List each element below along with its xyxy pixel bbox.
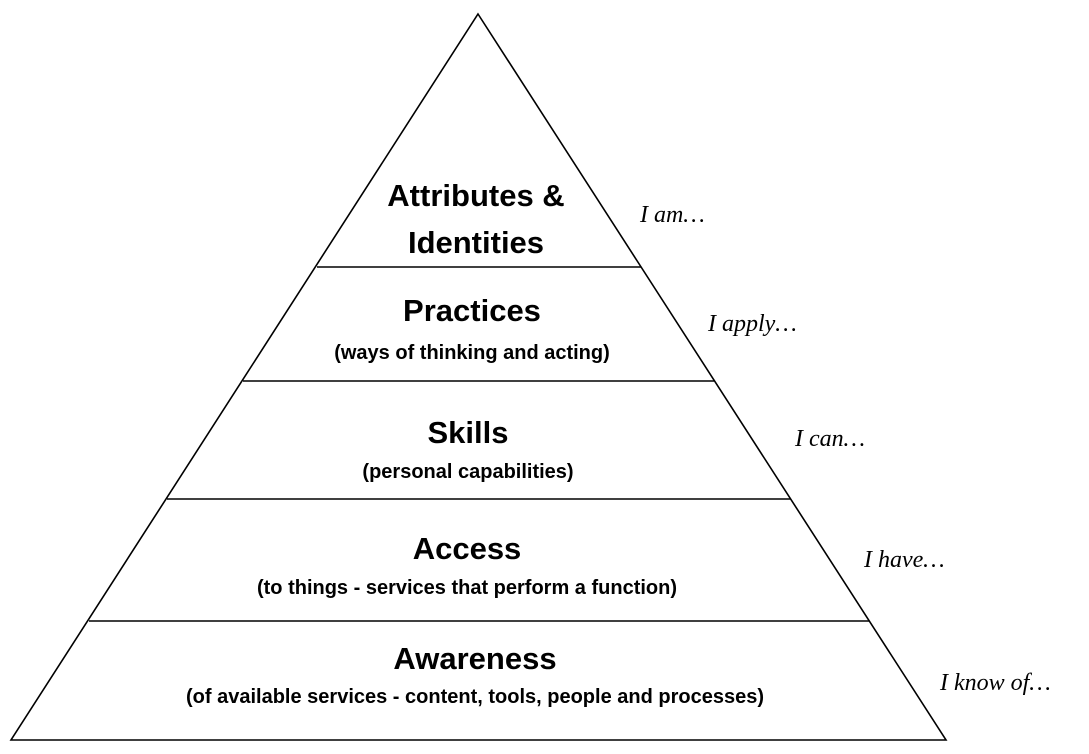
level-3-subtitle: (personal capabilities) xyxy=(362,461,573,483)
level-4-subtitle: (to things - services that perform a fun… xyxy=(257,577,677,599)
level-4-phrase: I have… xyxy=(863,547,945,573)
level-3-title: Skills xyxy=(428,415,509,450)
level-5-title: Awareness xyxy=(393,641,556,676)
level-1-title: Attributes & xyxy=(387,178,564,213)
level-3-phrase: I can… xyxy=(794,426,865,452)
level-1-title-line2: Identities xyxy=(408,225,544,260)
level-1-phrase: I am… xyxy=(639,202,705,228)
level-2-title: Practices xyxy=(403,293,541,328)
pyramid-outline xyxy=(9,12,948,741)
level-5-phrase: I know of… xyxy=(939,670,1051,696)
level-4-title: Access xyxy=(413,531,522,566)
level-5-subtitle: (of available services - content, tools,… xyxy=(186,686,764,708)
level-2-subtitle: (ways of thinking and acting) xyxy=(334,342,610,364)
level-2-phrase: I apply… xyxy=(707,311,797,337)
